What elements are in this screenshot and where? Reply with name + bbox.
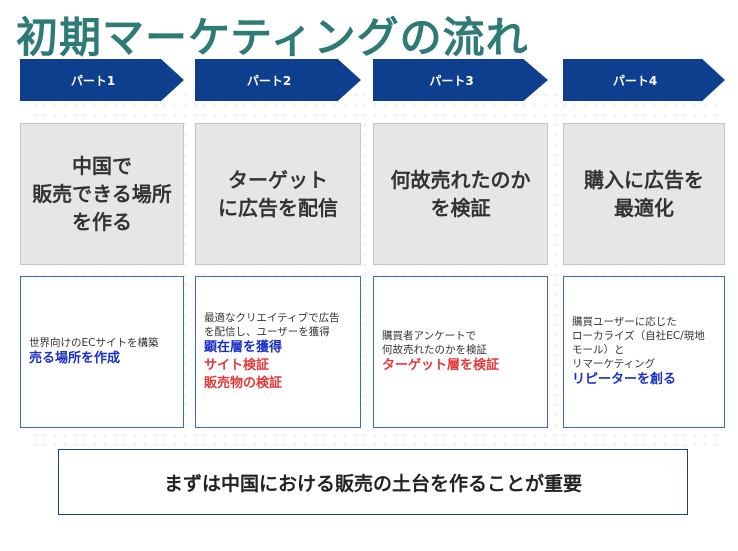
part-1-heading-line: 中国で	[71, 154, 132, 178]
part-2-detail-text: 最適なクリエイティブで広告	[204, 312, 340, 324]
part-4-detail-text: ローカライズ（自社EC/現地	[572, 330, 705, 342]
part-2-detail-text: を配信し、ユーザーを獲得	[204, 326, 330, 338]
part-4-arrow: パート4	[563, 59, 725, 101]
part-2-heading-line: に広告を配信	[218, 196, 338, 220]
part-1-detail-text: 世界向けのECサイトを構築	[29, 337, 159, 349]
part-3-heading-line: 何故売れたのか	[390, 168, 531, 192]
part-4-detail-text: 購買ユーザーに応じた	[572, 316, 677, 328]
part-3-detail-text: 何故売れたのかを検証	[382, 344, 487, 356]
part-2-detail-box: 最適なクリエイティブで広告 を配信し、ユーザーを獲得 顕在層を獲得 サイト検証 …	[195, 276, 361, 428]
part-3-detail-text: 購買者アンケートで	[382, 330, 477, 342]
part-2-heading-box: ターゲット に広告を配信	[195, 123, 361, 265]
part-4-detail-text: リマーケティング	[572, 358, 656, 370]
part-2-heading-line: ターゲット	[228, 168, 328, 192]
part-2-arrow: パート2	[195, 59, 361, 101]
part-3-highlight: ターゲット層を検証	[382, 358, 500, 373]
part-3-detail-box: 購買者アンケートで 何故売れたのかを検証 ターゲット層を検証	[373, 276, 548, 428]
part-4-detail-text: モール）と	[572, 344, 625, 356]
part-2-highlight: 販売物の検証	[204, 376, 283, 391]
page-title: 初期マーケティングの流れ	[16, 13, 529, 62]
part-4-label: パート4	[612, 73, 658, 88]
part-4-heading-line: 最適化	[614, 196, 674, 220]
part-1-highlight: 売る場所を作成	[29, 351, 121, 366]
part-1-detail-box: 世界向けのECサイトを構築 売る場所を作成	[20, 276, 184, 428]
part-4-heading-line: 購入に広告を	[584, 168, 704, 192]
part-3-heading-box: 何故売れたのか を検証	[373, 123, 548, 265]
part-3-heading-line: を検証	[430, 196, 491, 220]
conclusion-box: まずは中国における販売の土台を作ることが重要	[58, 449, 688, 515]
part-3-label: パート3	[429, 73, 474, 88]
part-2-label: パート2	[246, 73, 292, 88]
part-1-heading-line: 販売できる場所	[32, 182, 172, 206]
part-4-highlight: リピーターを創る	[572, 372, 677, 387]
part-2-highlight: 顕在層を獲得	[204, 340, 283, 355]
part-4-detail-box: 購買ユーザーに応じた ローカライズ（自社EC/現地 モール）と リマーケティング…	[563, 276, 725, 428]
part-4-heading-box: 購入に広告を 最適化	[563, 123, 725, 265]
conclusion-text: まずは中国における販売の土台を作ることが重要	[163, 472, 582, 495]
part-1-arrow: パート1	[20, 59, 184, 101]
part-1-label: パート1	[70, 73, 116, 88]
part-1-heading-line: を作る	[71, 210, 132, 234]
part-1-heading-box: 中国で 販売できる場所 を作る	[20, 123, 184, 265]
part-3-arrow: パート3	[373, 59, 548, 101]
part-2-highlight: サイト検証	[204, 358, 270, 373]
